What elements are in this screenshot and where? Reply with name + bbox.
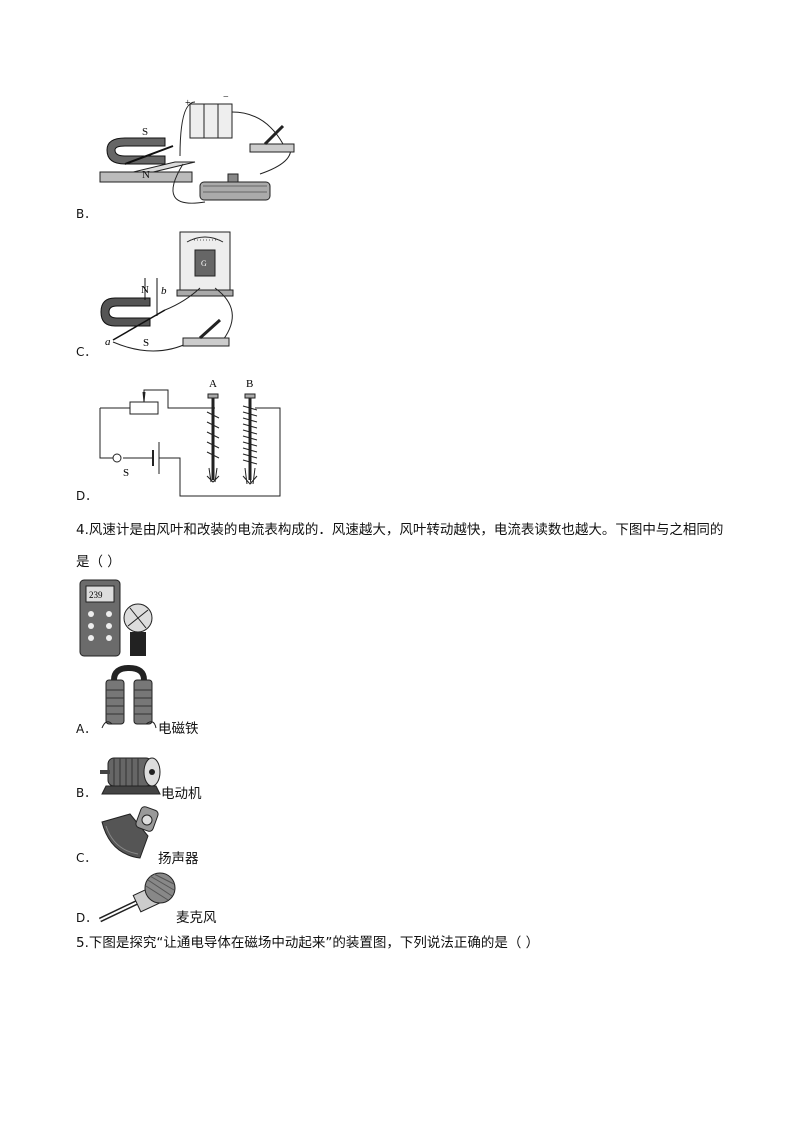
label-switch: S (123, 467, 129, 479)
option-c-letter-q4: C． (76, 851, 97, 865)
motor-figure (100, 757, 161, 795)
label-a: A (209, 378, 217, 390)
electromagnet-figure (101, 664, 157, 729)
anemometer-figure: 239 (79, 579, 153, 657)
battery-minus: − (223, 92, 229, 103)
option-d-caption: 麦克风 (176, 910, 217, 926)
label-n: N (142, 169, 150, 181)
battery-plus: + (185, 98, 191, 109)
microphone-figure (98, 872, 176, 923)
option-b-letter: B． (76, 207, 97, 221)
option-b-caption: 电动机 (161, 786, 202, 802)
label-b: b (161, 285, 167, 297)
meter-reading: 239 (89, 590, 103, 600)
label-n: N (141, 284, 149, 296)
question-5-text: 5.下图是探究“让通电导体在磁场中动起来”的装置图，下列说法正确的是（ ） (76, 935, 540, 951)
label-s: S (143, 337, 149, 349)
meter-g: G (201, 259, 207, 268)
label-s: S (142, 126, 148, 138)
option-d-letter-q4: D． (76, 911, 98, 925)
option-c-letter: C． (76, 345, 97, 359)
option-c-caption: 扬声器 (158, 851, 199, 867)
label-b: B (246, 378, 253, 390)
label-a: a (105, 336, 111, 348)
option-d-letter: D． (76, 489, 98, 503)
figure-option-b-circuit: S N + − (99, 92, 295, 204)
question-4-text: 4.风速计是由风叶和改装的电流表构成的．风速越大，风叶转动越快，电流表读数也越大… (76, 522, 724, 570)
figure-option-c-circuit: G N S a b (100, 231, 234, 352)
loudspeaker-figure (101, 806, 159, 859)
figure-option-d-circuit: S A B (99, 378, 281, 497)
option-a-letter: A． (76, 722, 97, 736)
option-b-letter-q4: B． (76, 786, 97, 800)
option-a-caption: 电磁铁 (158, 721, 199, 737)
